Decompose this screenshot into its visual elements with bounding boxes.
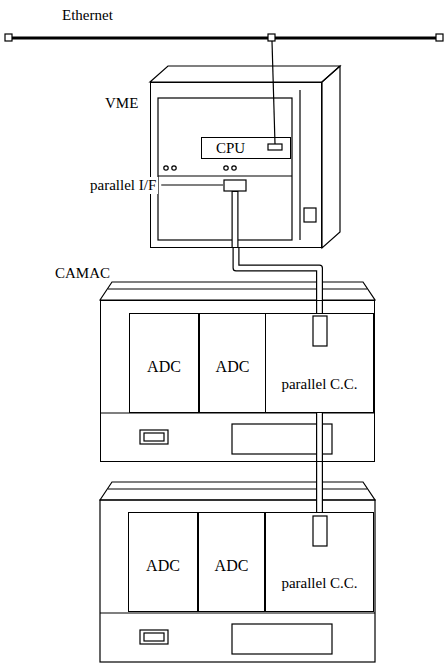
led [224,166,228,170]
camac-crate: CAMACADCADCparallel C.C. [100,300,375,462]
module-label: ADC [130,358,198,376]
part-label: parallel I/F [88,177,158,194]
ethernet-cable [11,37,437,40]
terminator [436,34,443,41]
crate-roof [100,482,375,500]
module-label: ADC [199,557,264,575]
crate-side [322,66,340,248]
module-label: ADC [200,358,265,376]
adc-module: ADC [198,512,265,612]
flat-cable [319,413,320,512]
crate-label: VME [105,95,138,112]
panel-divider [299,90,300,240]
roof-ridge [108,488,367,489]
led [164,166,168,170]
module-label: parallel C.C. [266,376,373,393]
network-label: Ethernet [60,7,115,24]
cable-stub [233,192,238,248]
led [232,166,236,170]
ethernet-port [268,144,282,150]
tap [268,34,275,41]
power-switch [304,208,316,222]
flat-cable [236,248,320,313]
crate-plate [144,633,164,641]
module-label: parallel C.C. [266,575,373,592]
card-edge [158,175,292,176]
adc-module: ADC [129,313,199,413]
crate-plate [140,430,168,444]
cc-connector [313,516,327,546]
cc-connector [313,316,327,346]
crate-label: CAMAC [55,265,110,282]
adc-module: ADC [199,313,266,413]
crate-roof [100,282,375,300]
fan-panel [232,624,332,654]
if-connector [224,180,246,191]
cpu-card: CPU [201,137,291,159]
terminator [5,34,12,41]
leader-line [161,184,223,185]
module-label: ADC [129,557,197,575]
led [172,166,176,170]
vme-crate: VMECPU [150,82,322,248]
crate-plate [144,433,164,441]
vme-panel [158,98,292,240]
adc-module: ADC [128,512,198,612]
camac-crate [100,500,375,662]
drop-cable [272,41,275,144]
crate-plate [140,630,168,644]
crate-roof [150,66,340,82]
module-label: CPU [216,140,245,157]
cc-module: parallel C.C. [265,313,374,413]
cc-module: parallel C.C. [265,512,374,612]
bin-edge [100,612,375,613]
roof-ridge [108,288,367,289]
cable-stub [232,191,239,248]
